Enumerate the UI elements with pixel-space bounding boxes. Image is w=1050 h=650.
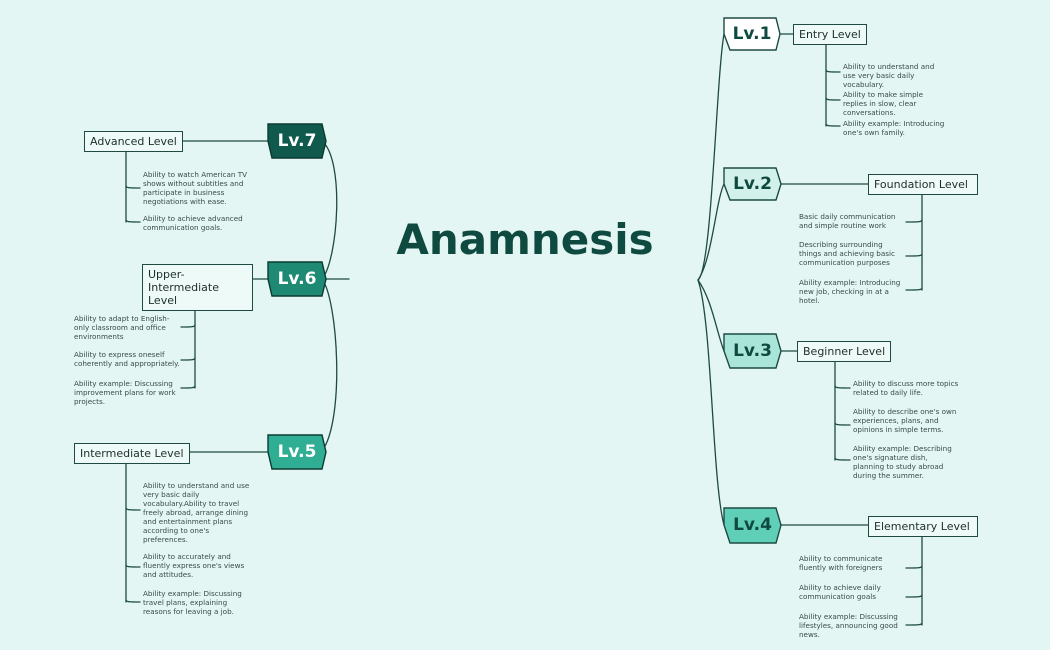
- list-item: Ability example: Discussing lifestyles, …: [799, 612, 898, 639]
- list-item: Basic daily communication and simple rou…: [799, 212, 896, 230]
- list-item: Ability example: Introducing one's own f…: [843, 119, 945, 137]
- list-item: Ability example: Discussing improvement …: [74, 379, 176, 406]
- badge-lv3: Lv.3: [733, 341, 772, 361]
- badge-lv2: Lv.2: [733, 174, 772, 194]
- list-item: Ability to achieve advanced communicatio…: [143, 214, 243, 232]
- badge-lv5: Lv.5: [277, 442, 317, 462]
- list-item: Ability to watch American TV shows witho…: [143, 170, 248, 206]
- badge-lv7: Lv.7: [277, 131, 317, 151]
- list-item: Ability to understand and use very basic…: [843, 62, 935, 89]
- list-item: Ability to make simple replies in slow, …: [843, 90, 924, 117]
- level-name-upper-intermediate: Upper-Intermediate Level: [142, 264, 253, 311]
- list-item: Ability to accurately and fluently expre…: [143, 552, 245, 579]
- list-item: Ability to achieve daily communication g…: [799, 583, 881, 601]
- list-item: Ability example: Discussing travel plans…: [143, 589, 242, 616]
- list-item: Ability to discuss more topics related t…: [853, 379, 959, 397]
- list-item: Describing surrounding things and achiev…: [799, 240, 895, 267]
- list-item: Ability to express oneself coherently an…: [74, 350, 180, 368]
- badge-lv4: Lv.4: [733, 515, 772, 535]
- level-name-elementary: Elementary Level: [868, 516, 978, 537]
- badge-lv6: Lv.6: [277, 269, 317, 289]
- list-item: Ability to understand and use very basic…: [143, 481, 250, 544]
- list-item: Ability to communicate fluently with for…: [799, 554, 883, 572]
- level-name-foundation: Foundation Level: [868, 174, 978, 195]
- badge-lv1: Lv.1: [732, 24, 772, 44]
- list-item: Ability example: Introducing new job, ch…: [799, 278, 901, 305]
- level-name-advanced: Advanced Level: [84, 131, 183, 152]
- list-item: Ability example: Describing one's signat…: [853, 444, 952, 480]
- level-name-entry: Entry Level: [793, 24, 867, 45]
- diagram-title: Anamnesis: [396, 215, 654, 264]
- list-item: Ability to describe one's own experience…: [853, 407, 957, 434]
- level-name-beginner: Beginner Level: [797, 341, 892, 362]
- badge-shapes: [267, 17, 782, 544]
- list-item: Ability to adapt to English-only classro…: [74, 314, 170, 341]
- level-name-intermediate: Intermediate Level: [74, 443, 190, 464]
